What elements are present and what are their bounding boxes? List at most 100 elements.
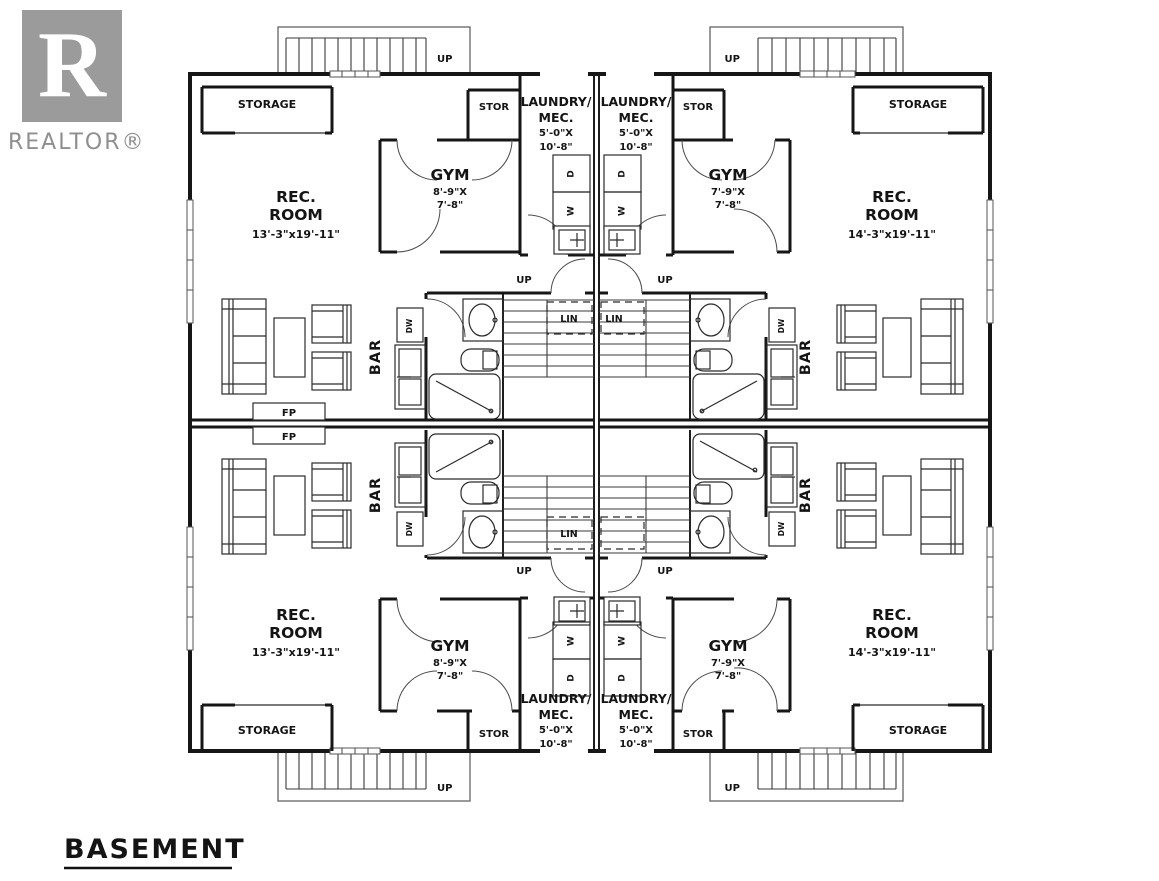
- svg-text:10'-8": 10'-8": [539, 142, 572, 153]
- bar-label: BAR: [368, 339, 384, 375]
- up-label-ext-top-right: UP: [725, 54, 740, 65]
- bar-sink: [766, 442, 798, 508]
- laundry-fixtures: D W D W W D W D: [552, 154, 642, 697]
- rec-room-lower-right: REC. ROOM 14'-3"x19'-11": [848, 606, 936, 659]
- up-label-stair: UP: [657, 566, 672, 577]
- svg-text:10'-8": 10'-8": [619, 739, 652, 750]
- gym-lower-left: GYM 8'-9"X 7'-8": [430, 637, 469, 682]
- up-label-ext-bottom-right: UP: [725, 783, 740, 794]
- dryer-label: D: [567, 170, 577, 177]
- bar-sink: [394, 344, 426, 410]
- svg-text:8'-9"X: 8'-9"X: [433, 187, 467, 198]
- fireplace-lower: [252, 426, 326, 445]
- svg-text:REC.: REC.: [872, 606, 912, 624]
- linen-closet: [546, 516, 593, 550]
- coffee-table: [273, 317, 306, 378]
- svg-text:7'-8": 7'-8": [715, 200, 741, 211]
- svg-text:5'-0"X: 5'-0"X: [539, 725, 573, 736]
- svg-text:5'-0"X: 5'-0"X: [539, 128, 573, 139]
- dw-label: DW: [777, 521, 786, 536]
- svg-text:13'-3"x19'-11": 13'-3"x19'-11": [252, 228, 340, 241]
- up-label-stair: UP: [516, 275, 531, 286]
- shower: [428, 373, 501, 420]
- up-label-ext-bottom-left: UP: [437, 783, 452, 794]
- bar-lower-right: DW BAR: [766, 442, 814, 547]
- bar-dishwasher: [396, 307, 424, 343]
- svg-text:13'-3"x19'-11": 13'-3"x19'-11": [252, 646, 340, 659]
- svg-text:GYM: GYM: [430, 166, 469, 184]
- rec-room-upper-right: REC. ROOM 14'-3"x19'-11": [848, 188, 936, 241]
- furniture: [221, 298, 964, 555]
- laundry-upper-right: LAUNDRY/ MEC. 5'-0"X 10'-8": [601, 94, 672, 153]
- sink: [697, 515, 725, 549]
- sink: [697, 303, 725, 337]
- rec-room-lower-left: REC. ROOM 13'-3"x19'-11": [252, 606, 340, 659]
- armchair: [836, 462, 877, 549]
- interior-stairs: LIN LIN LIN UP UP UP UP: [503, 275, 690, 577]
- storage-label: STORAGE: [889, 98, 947, 111]
- room-labels: STORAGE STORAGE STORAGE STORAGE STOR STO…: [238, 94, 947, 750]
- dryer-label: D: [567, 674, 577, 681]
- gym-upper-left: GYM 8'-9"X 7'-8": [430, 166, 469, 211]
- gym-lower-right: GYM 7'-9"X 7'-8": [708, 637, 747, 682]
- svg-text:ROOM: ROOM: [865, 624, 919, 642]
- exterior-stairs: UP UP UP UP: [277, 26, 904, 802]
- bars: DW BAR DW BAR DW BAR DW: [368, 307, 814, 547]
- linen-closet: [600, 301, 645, 335]
- washer-label: W: [567, 636, 577, 646]
- laundry-upper-left: LAUNDRY/ MEC. 5'-0"X 10'-8": [521, 94, 592, 153]
- bar-upper-left: DW BAR: [368, 307, 426, 410]
- shower: [428, 433, 501, 480]
- vanity: [689, 510, 731, 554]
- linen-closet: [600, 516, 645, 550]
- sofa: [920, 458, 964, 555]
- realtor-logo-block: [22, 10, 122, 122]
- up-label-ext-top-left: UP: [437, 54, 452, 65]
- svg-text:LAUNDRY/: LAUNDRY/: [601, 691, 672, 706]
- window: [186, 70, 994, 755]
- plan-title-group: BASEMENT: [64, 834, 244, 870]
- svg-text:GYM: GYM: [708, 166, 747, 184]
- bathroom-upper-left: [428, 298, 504, 420]
- svg-text:GYM: GYM: [430, 637, 469, 655]
- svg-text:LAUNDRY/: LAUNDRY/: [601, 94, 672, 109]
- dryer: [552, 658, 591, 697]
- toilet: [460, 481, 500, 505]
- bar-dishwasher: [396, 511, 424, 547]
- svg-text:ROOM: ROOM: [269, 624, 323, 642]
- armchair: [836, 304, 877, 391]
- svg-text:7'-9"X: 7'-9"X: [711, 658, 745, 669]
- bar-lower-left: DW BAR: [368, 442, 426, 547]
- svg-text:5'-0"X: 5'-0"X: [619, 128, 653, 139]
- center-division-walls: FP FP: [190, 402, 990, 445]
- fireplace-upper: [252, 402, 326, 421]
- stor-label: STOR: [479, 729, 510, 740]
- stor-label: STOR: [479, 102, 510, 113]
- bathroom-lower-right: [689, 433, 765, 554]
- up-label-stair: UP: [516, 566, 531, 577]
- bar-sink: [394, 442, 426, 508]
- svg-text:10'-8": 10'-8": [539, 739, 572, 750]
- dryer-label: D: [618, 170, 628, 177]
- armchair: [311, 462, 352, 549]
- lin-label: LIN: [605, 314, 623, 325]
- laundry-lower-left: LAUNDRY/ MEC. 5'-0"X 10'-8": [521, 691, 592, 750]
- svg-text:ROOM: ROOM: [865, 206, 919, 224]
- dw-label: DW: [777, 318, 786, 333]
- svg-text:8'-9"X: 8'-9"X: [433, 658, 467, 669]
- svg-text:MEC.: MEC.: [539, 707, 574, 722]
- dryer-label: D: [618, 674, 628, 681]
- fp-label-lower: FP: [282, 432, 296, 443]
- washer-label: W: [618, 636, 628, 646]
- svg-text:MEC.: MEC.: [619, 707, 654, 722]
- dw-label: DW: [405, 521, 414, 536]
- bar-sink: [766, 344, 798, 410]
- svg-text:REC.: REC.: [276, 606, 316, 624]
- coffee-table: [273, 475, 306, 536]
- svg-text:REC.: REC.: [276, 188, 316, 206]
- shower: [692, 373, 765, 420]
- svg-text:7'-9"X: 7'-9"X: [711, 187, 745, 198]
- party-wall: [593, 74, 600, 751]
